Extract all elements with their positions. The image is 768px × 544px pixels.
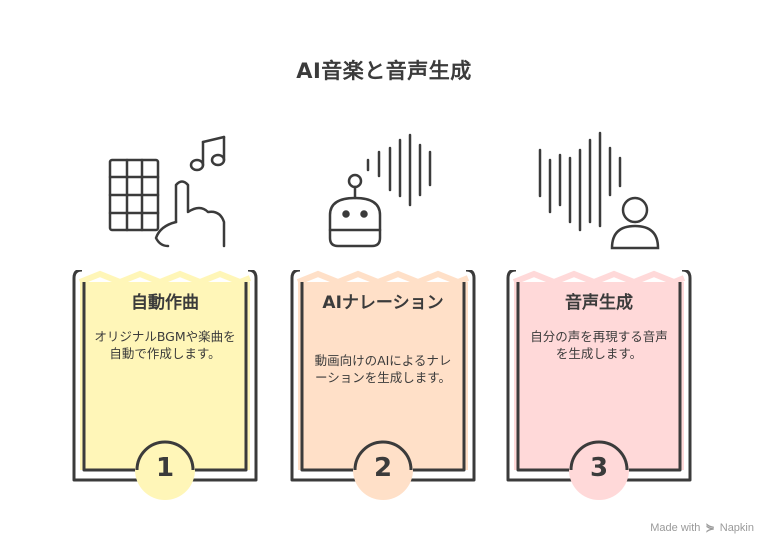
brand-text: Napkin bbox=[719, 522, 754, 534]
napkin-logo-icon: ⋟ bbox=[705, 522, 715, 534]
card-description: オリジナルBGMや楽曲を自動で作成します。 bbox=[94, 329, 236, 361]
made-with-text: Made with bbox=[650, 522, 701, 534]
robot-soundwave-icon bbox=[328, 133, 432, 248]
page-title: AI音楽と音声生成 bbox=[296, 59, 472, 83]
card-number: 2 bbox=[373, 453, 393, 483]
card-number: 1 bbox=[155, 453, 175, 483]
footer-attribution: Made with ⋟ Napkin bbox=[650, 521, 754, 534]
illustrations bbox=[108, 131, 660, 250]
hand-music-grid-icon bbox=[108, 135, 226, 248]
card-title: AIナレーション bbox=[322, 293, 444, 313]
card-description: 自分の声を再現する音声を生成します。 bbox=[530, 329, 668, 361]
card-ai-narration: AIナレーション 動画向けのAIによるナレーションを生成します。 2 bbox=[288, 270, 478, 510]
card-number: 3 bbox=[589, 453, 609, 483]
card-voice-generation: 音声生成 自分の声を再現する音声を生成します。 3 bbox=[504, 270, 694, 510]
card-title: 音声生成 bbox=[565, 293, 633, 313]
card-automatic-composition: 自動作曲 オリジナルBGMや楽曲を自動で作成します。 1 bbox=[70, 270, 260, 510]
card-description: 動画向けのAIによるナレーションを生成します。 bbox=[314, 353, 452, 385]
person-soundwave-icon bbox=[538, 131, 660, 250]
card-title: 自動作曲 bbox=[131, 293, 199, 313]
